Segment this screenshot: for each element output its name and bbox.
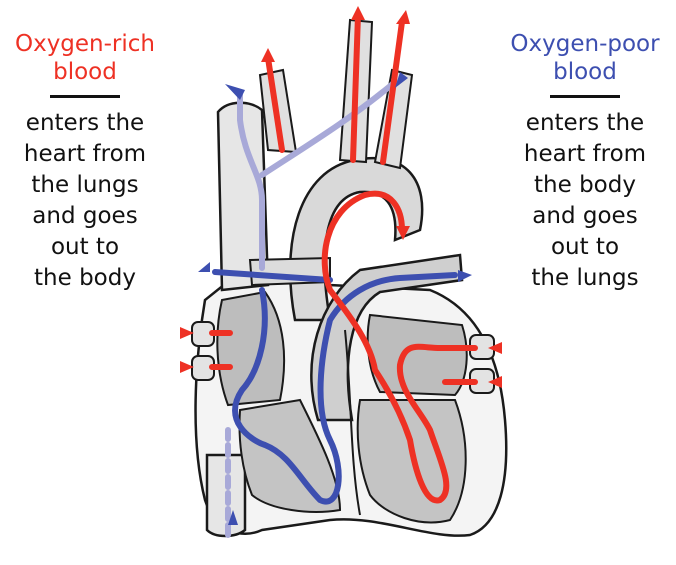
arrow-up-right-icon	[396, 10, 410, 24]
divider	[50, 95, 120, 98]
right-atrium	[217, 292, 284, 405]
oxygen-poor-caption: Oxygen-poor blood enters the heart from …	[500, 30, 670, 294]
oxygen-rich-caption: Oxygen-rich blood enters the heart from …	[0, 30, 170, 294]
oxygen-poor-description: enters the heart from the body and goes …	[500, 108, 670, 294]
oxygen-rich-title: Oxygen-rich blood	[0, 30, 170, 86]
divider	[550, 95, 620, 98]
arrow-up-icon	[351, 6, 365, 20]
arrow-left-icon	[198, 262, 210, 272]
arrow-right-icon	[458, 270, 472, 282]
oxygen-rich-description: enters the heart from the lungs and goes…	[0, 108, 170, 294]
oxygen-poor-title: Oxygen-poor blood	[500, 30, 670, 86]
arrow-up-icon	[261, 48, 275, 62]
